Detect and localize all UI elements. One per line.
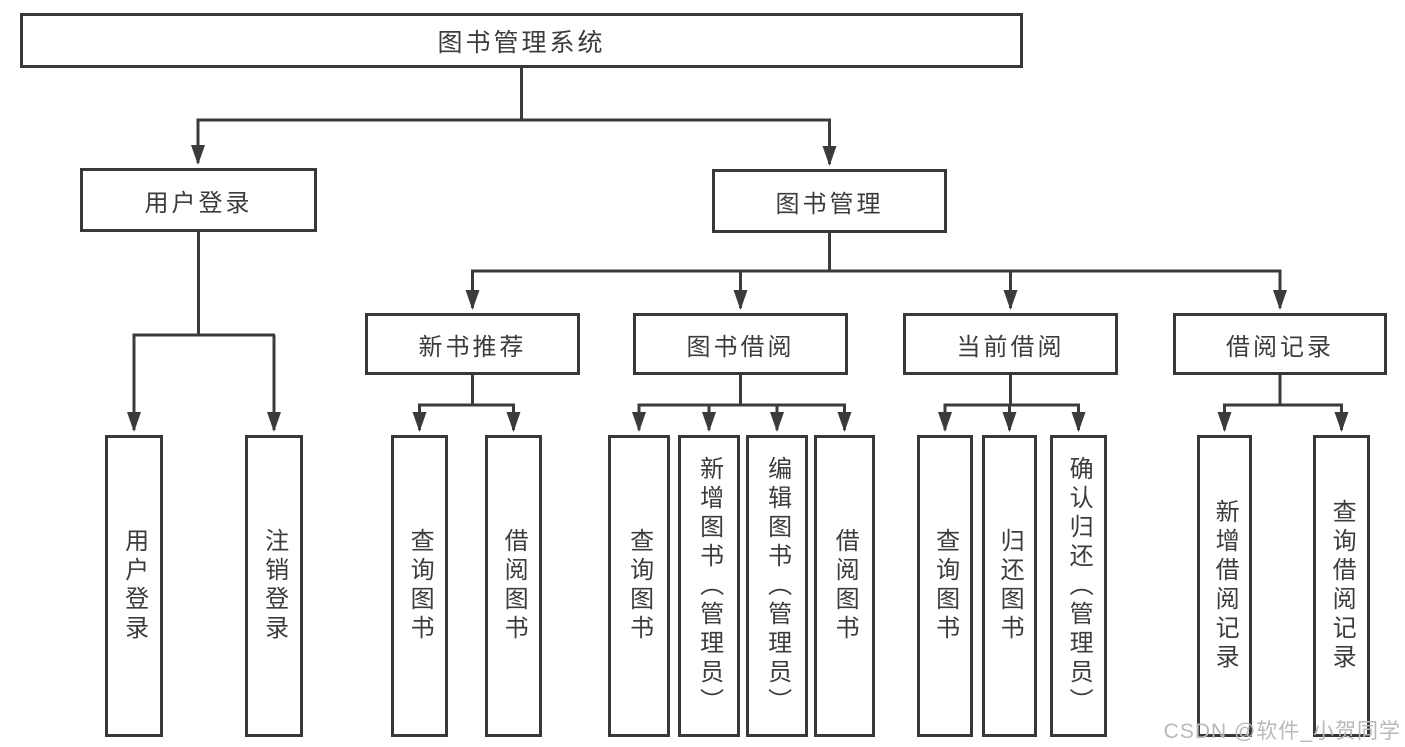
connector-current-borrow-split: [943, 375, 1080, 407]
leaf-confirm-return-admin: 确认归还（管理员）: [1050, 435, 1107, 737]
leaf-query-borrow-record: 查询借阅记录: [1313, 435, 1370, 737]
leaf-add-books-admin: 新增图书（管理员）: [678, 435, 740, 737]
leaf-add-borrow-record: 新增借阅记录: [1197, 435, 1252, 737]
leaf-borrow-books-1: 借阅图书: [485, 435, 542, 737]
csdn-watermark: CSDN @软件_小贺同学: [1163, 720, 1401, 743]
node-book-borrowing: 图书借阅: [633, 313, 848, 375]
leaf-query-books-2: 查询图书: [608, 435, 670, 737]
node-user-login: 用户登录: [80, 168, 317, 232]
leaf-edit-books-admin: 编辑图书（管理员）: [746, 435, 808, 737]
leaf-query-books-1: 查询图书: [391, 435, 448, 737]
node-book-management: 图书管理: [712, 169, 947, 233]
leaf-borrow-books-2: 借阅图书: [814, 435, 875, 737]
leaf-return-books: 归还图书: [982, 435, 1037, 737]
connector-borrow-records-split: [1223, 375, 1343, 407]
leaf-logout: 注销登录: [245, 435, 303, 737]
connector-book-borrow-split: [637, 375, 846, 407]
node-current-borrowing: 当前借阅: [903, 313, 1118, 375]
connector-root-split: [196, 68, 831, 122]
node-root-library-system: 图书管理系统: [20, 13, 1023, 68]
leaf-user-login: 用户登录: [105, 435, 163, 737]
connector-user-login-split: [132, 232, 275, 337]
node-borrow-records: 借阅记录: [1173, 313, 1387, 375]
node-new-book-recommend: 新书推荐: [365, 313, 580, 375]
leaf-query-books-3: 查询图书: [917, 435, 973, 737]
connector-new-books-split: [418, 375, 515, 407]
connector-book-mgmt-split: [471, 233, 1282, 273]
